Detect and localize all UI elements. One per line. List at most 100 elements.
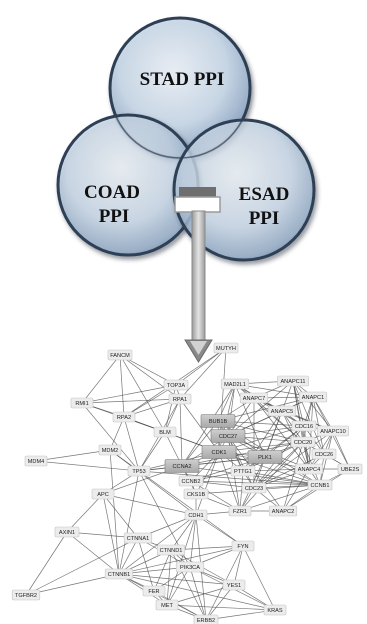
- node-box: [107, 349, 133, 361]
- node-erbb2: ERBB2: [193, 614, 219, 624]
- node-label: RPA2: [117, 415, 131, 421]
- venn-label-esad-line1: ESAD: [239, 184, 290, 205]
- node-box: [98, 444, 122, 456]
- node-ctnna1: CTNNA1: [123, 532, 153, 544]
- node-cks1b: CKS1B: [183, 488, 209, 500]
- edge-ctnnd1-erbb2: [170, 549, 207, 621]
- edge-apc-axin1: [66, 493, 104, 533]
- node-top3a: TOP3A: [163, 379, 189, 391]
- edge-rmi1-rpa1: [81, 398, 181, 404]
- edge-blm-tp53: [138, 431, 166, 472]
- node-label: ANAPC11: [280, 379, 305, 385]
- edge-rpa1-blm: [164, 398, 181, 433]
- node-fyn: FYN: [231, 540, 255, 552]
- node-box: [290, 436, 316, 448]
- node-label: MET: [161, 603, 173, 609]
- node-box: [123, 532, 153, 544]
- node-label: CCNA2: [173, 464, 192, 470]
- node-box: [24, 455, 48, 467]
- node-cdh1: CDH1: [184, 509, 208, 521]
- node-box: [317, 425, 349, 437]
- node-box: [307, 479, 333, 491]
- node-label: ANAPC5: [271, 409, 293, 415]
- node-box: [213, 342, 239, 354]
- node-label: FANCM: [110, 353, 130, 359]
- edge-anapc10-ube2s: [332, 430, 351, 470]
- node-label: CTNND1: [160, 548, 183, 554]
- node-label: AXIN1: [59, 530, 75, 536]
- node-cdc16: CDC16: [291, 420, 317, 432]
- node-box: [263, 604, 287, 616]
- edge-fancm-rpa1: [119, 354, 181, 400]
- edge-rmi1-top3a: [81, 384, 177, 404]
- venn-label-stad: STAD PPI: [140, 69, 225, 90]
- node-tp53: TP53: [127, 465, 151, 477]
- node-box: [298, 391, 328, 403]
- node-box: [228, 505, 252, 517]
- node-kras: KRAS: [263, 604, 287, 616]
- edge-ctnna1-fer: [137, 537, 155, 592]
- node-label: CDC26: [315, 452, 333, 458]
- node-label: CCNB2: [182, 479, 201, 485]
- node-ctnnd1: CTNND1: [156, 544, 186, 556]
- edge-ctnnb1-tgfbr2: [25, 573, 120, 596]
- node-box: [104, 568, 134, 580]
- node-label: ANAPC4: [298, 467, 320, 473]
- edge-cdh1-cdk1: [195, 451, 220, 516]
- node-cdc26: CDC26: [311, 448, 337, 460]
- node-box: [184, 509, 208, 521]
- node-label: UBE2S: [341, 467, 360, 473]
- node-cdc27: CDC27: [210, 429, 246, 443]
- node-plk1: PLK1: [247, 450, 283, 464]
- node-label: RPA1: [173, 397, 187, 403]
- edge-ctnnb1-kras: [118, 573, 276, 611]
- edge-apc-ctnna1: [102, 493, 139, 539]
- edge-ctnnd1-met: [166, 549, 172, 606]
- node-label: CKS1B: [187, 492, 206, 498]
- node-label: FYN: [237, 544, 248, 550]
- edge-rpa2-tp53: [123, 416, 140, 472]
- node-box: [164, 459, 200, 473]
- node-ccnb2: CCNB2: [178, 475, 204, 487]
- edge-fyn-yes1: [233, 545, 244, 586]
- node-ctnnb1: CTNNB1: [104, 568, 134, 580]
- node-blm: BLM: [153, 426, 177, 438]
- edge-tp53-ctnnb1: [118, 470, 140, 575]
- node-label: ANAPC7: [243, 396, 265, 402]
- node-box: [142, 585, 166, 597]
- edge-tp53-ccnb1: [138, 470, 321, 486]
- node-box: [178, 475, 204, 487]
- edge-anapc10-cdc23: [253, 430, 334, 489]
- node-ccnb1: CCNB1: [307, 479, 333, 491]
- node-box: [168, 393, 192, 405]
- node-box: [193, 614, 219, 624]
- node-box: [201, 445, 237, 459]
- node-met: MET: [155, 599, 179, 611]
- edge-ctnna1-ctnnb1: [118, 537, 139, 575]
- node-box: [153, 426, 177, 438]
- node-label: YES1: [227, 583, 241, 589]
- edge-ccnb1-fzr1: [239, 484, 321, 512]
- edge-ctnnb1-yes1: [118, 573, 235, 586]
- node-label: CTNNA1: [127, 536, 149, 542]
- node-label: CDC16: [295, 424, 313, 430]
- node-box: [54, 526, 80, 538]
- edge-ccna2-cdc20: [181, 441, 304, 467]
- node-box: [200, 414, 236, 428]
- venn-diagram: STAD PPI COAD PPI ESAD PPI: [56, 16, 316, 262]
- edge-pik3ca-met: [166, 566, 191, 606]
- edge-cdh1-ctnnb1: [118, 514, 197, 575]
- node-tgfbr2: TGFBR2: [11, 589, 41, 601]
- node-anapc7: ANAPC7: [239, 392, 269, 404]
- edge-met-kras: [166, 604, 276, 611]
- node-label: MDM2: [102, 448, 118, 454]
- edge-ccna2-bub1b: [181, 420, 219, 467]
- node-box: [230, 465, 256, 477]
- edge-mdm2-mdm4: [35, 449, 111, 462]
- node-box: [91, 488, 115, 500]
- node-label: ERBB2: [197, 618, 215, 624]
- node-label: PLK1: [258, 455, 272, 461]
- node-anapc2: ANAPC2: [268, 505, 298, 517]
- venn-circle-esad: [172, 118, 316, 262]
